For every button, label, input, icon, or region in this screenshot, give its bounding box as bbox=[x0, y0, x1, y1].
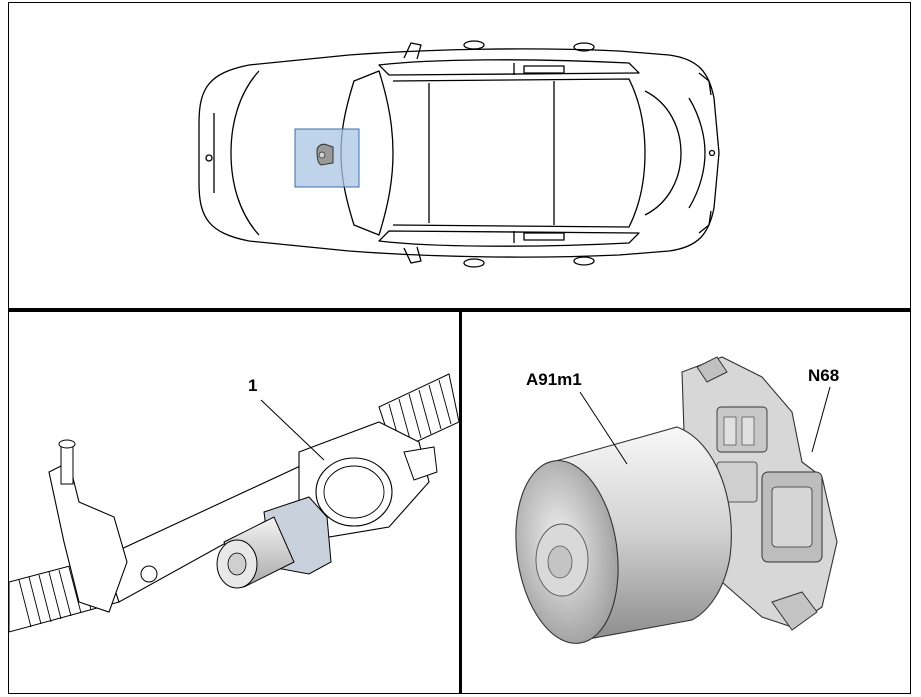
callout-n68-leader bbox=[811, 386, 831, 453]
callout-label-1: 1 bbox=[248, 376, 258, 395]
steering-rack-drawing bbox=[9, 373, 459, 633]
callout-a91m1-leader bbox=[579, 391, 628, 465]
vehicle-top-view-panel bbox=[9, 3, 910, 308]
callout-1-leader bbox=[260, 399, 325, 461]
callout-label-a91m1: A91m1 bbox=[526, 370, 582, 389]
callout-label-n68: N68 bbox=[808, 366, 840, 385]
motor-closeup-panel: A91m1 N68 bbox=[462, 312, 910, 693]
component-location-icon bbox=[316, 143, 334, 166]
motor-highlight bbox=[216, 496, 332, 589]
steering-rack-panel: 1 bbox=[9, 312, 459, 693]
motor-closeup-drawing bbox=[515, 356, 838, 644]
vehicle-top-view bbox=[198, 40, 720, 268]
vertical-divider bbox=[459, 310, 462, 694]
